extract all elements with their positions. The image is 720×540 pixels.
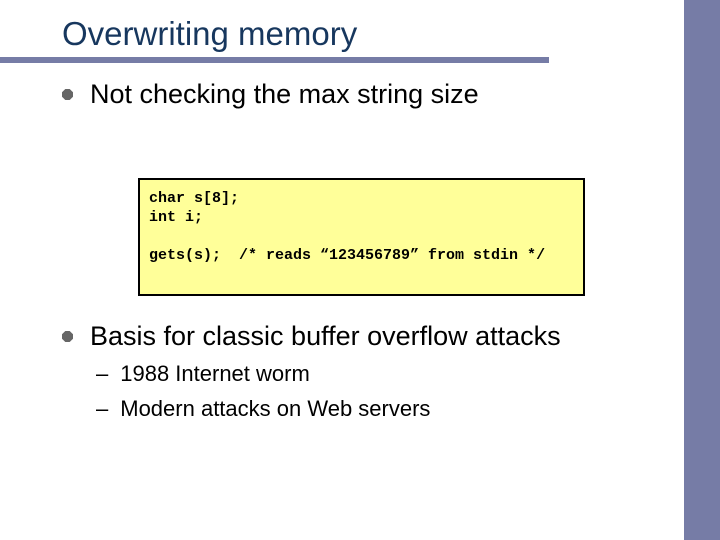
dash-icon: – (96, 361, 109, 386)
slide-title: Overwriting memory (62, 15, 358, 52)
bullet-icon (62, 89, 73, 100)
code-box: char s[8]; int i; gets(s); /* reads “123… (138, 178, 585, 296)
sub-bullet-item: – 1988 Internet worm (96, 360, 310, 388)
sub-bullet-label: Modern attacks on Web servers (120, 396, 431, 421)
bullet-item: Basis for classic buffer overflow attack… (62, 319, 561, 353)
bullet-item: Not checking the max string size (62, 77, 479, 111)
title-underline-rule (0, 57, 549, 63)
code-line: gets(s); /* reads “123456789” from stdin… (149, 247, 546, 264)
code-line: int i; (149, 209, 204, 226)
code-line (149, 227, 583, 246)
bullet-label: Basis for classic buffer overflow attack… (90, 321, 561, 351)
sub-bullet-label: 1988 Internet worm (120, 361, 310, 386)
accent-sidebar (684, 0, 720, 540)
dash-icon: – (96, 396, 109, 421)
bullet-icon (62, 331, 73, 342)
sub-bullet-item: – Modern attacks on Web servers (96, 395, 430, 423)
code-line: char s[8]; (149, 190, 240, 207)
bullet-label: Not checking the max string size (90, 79, 479, 109)
